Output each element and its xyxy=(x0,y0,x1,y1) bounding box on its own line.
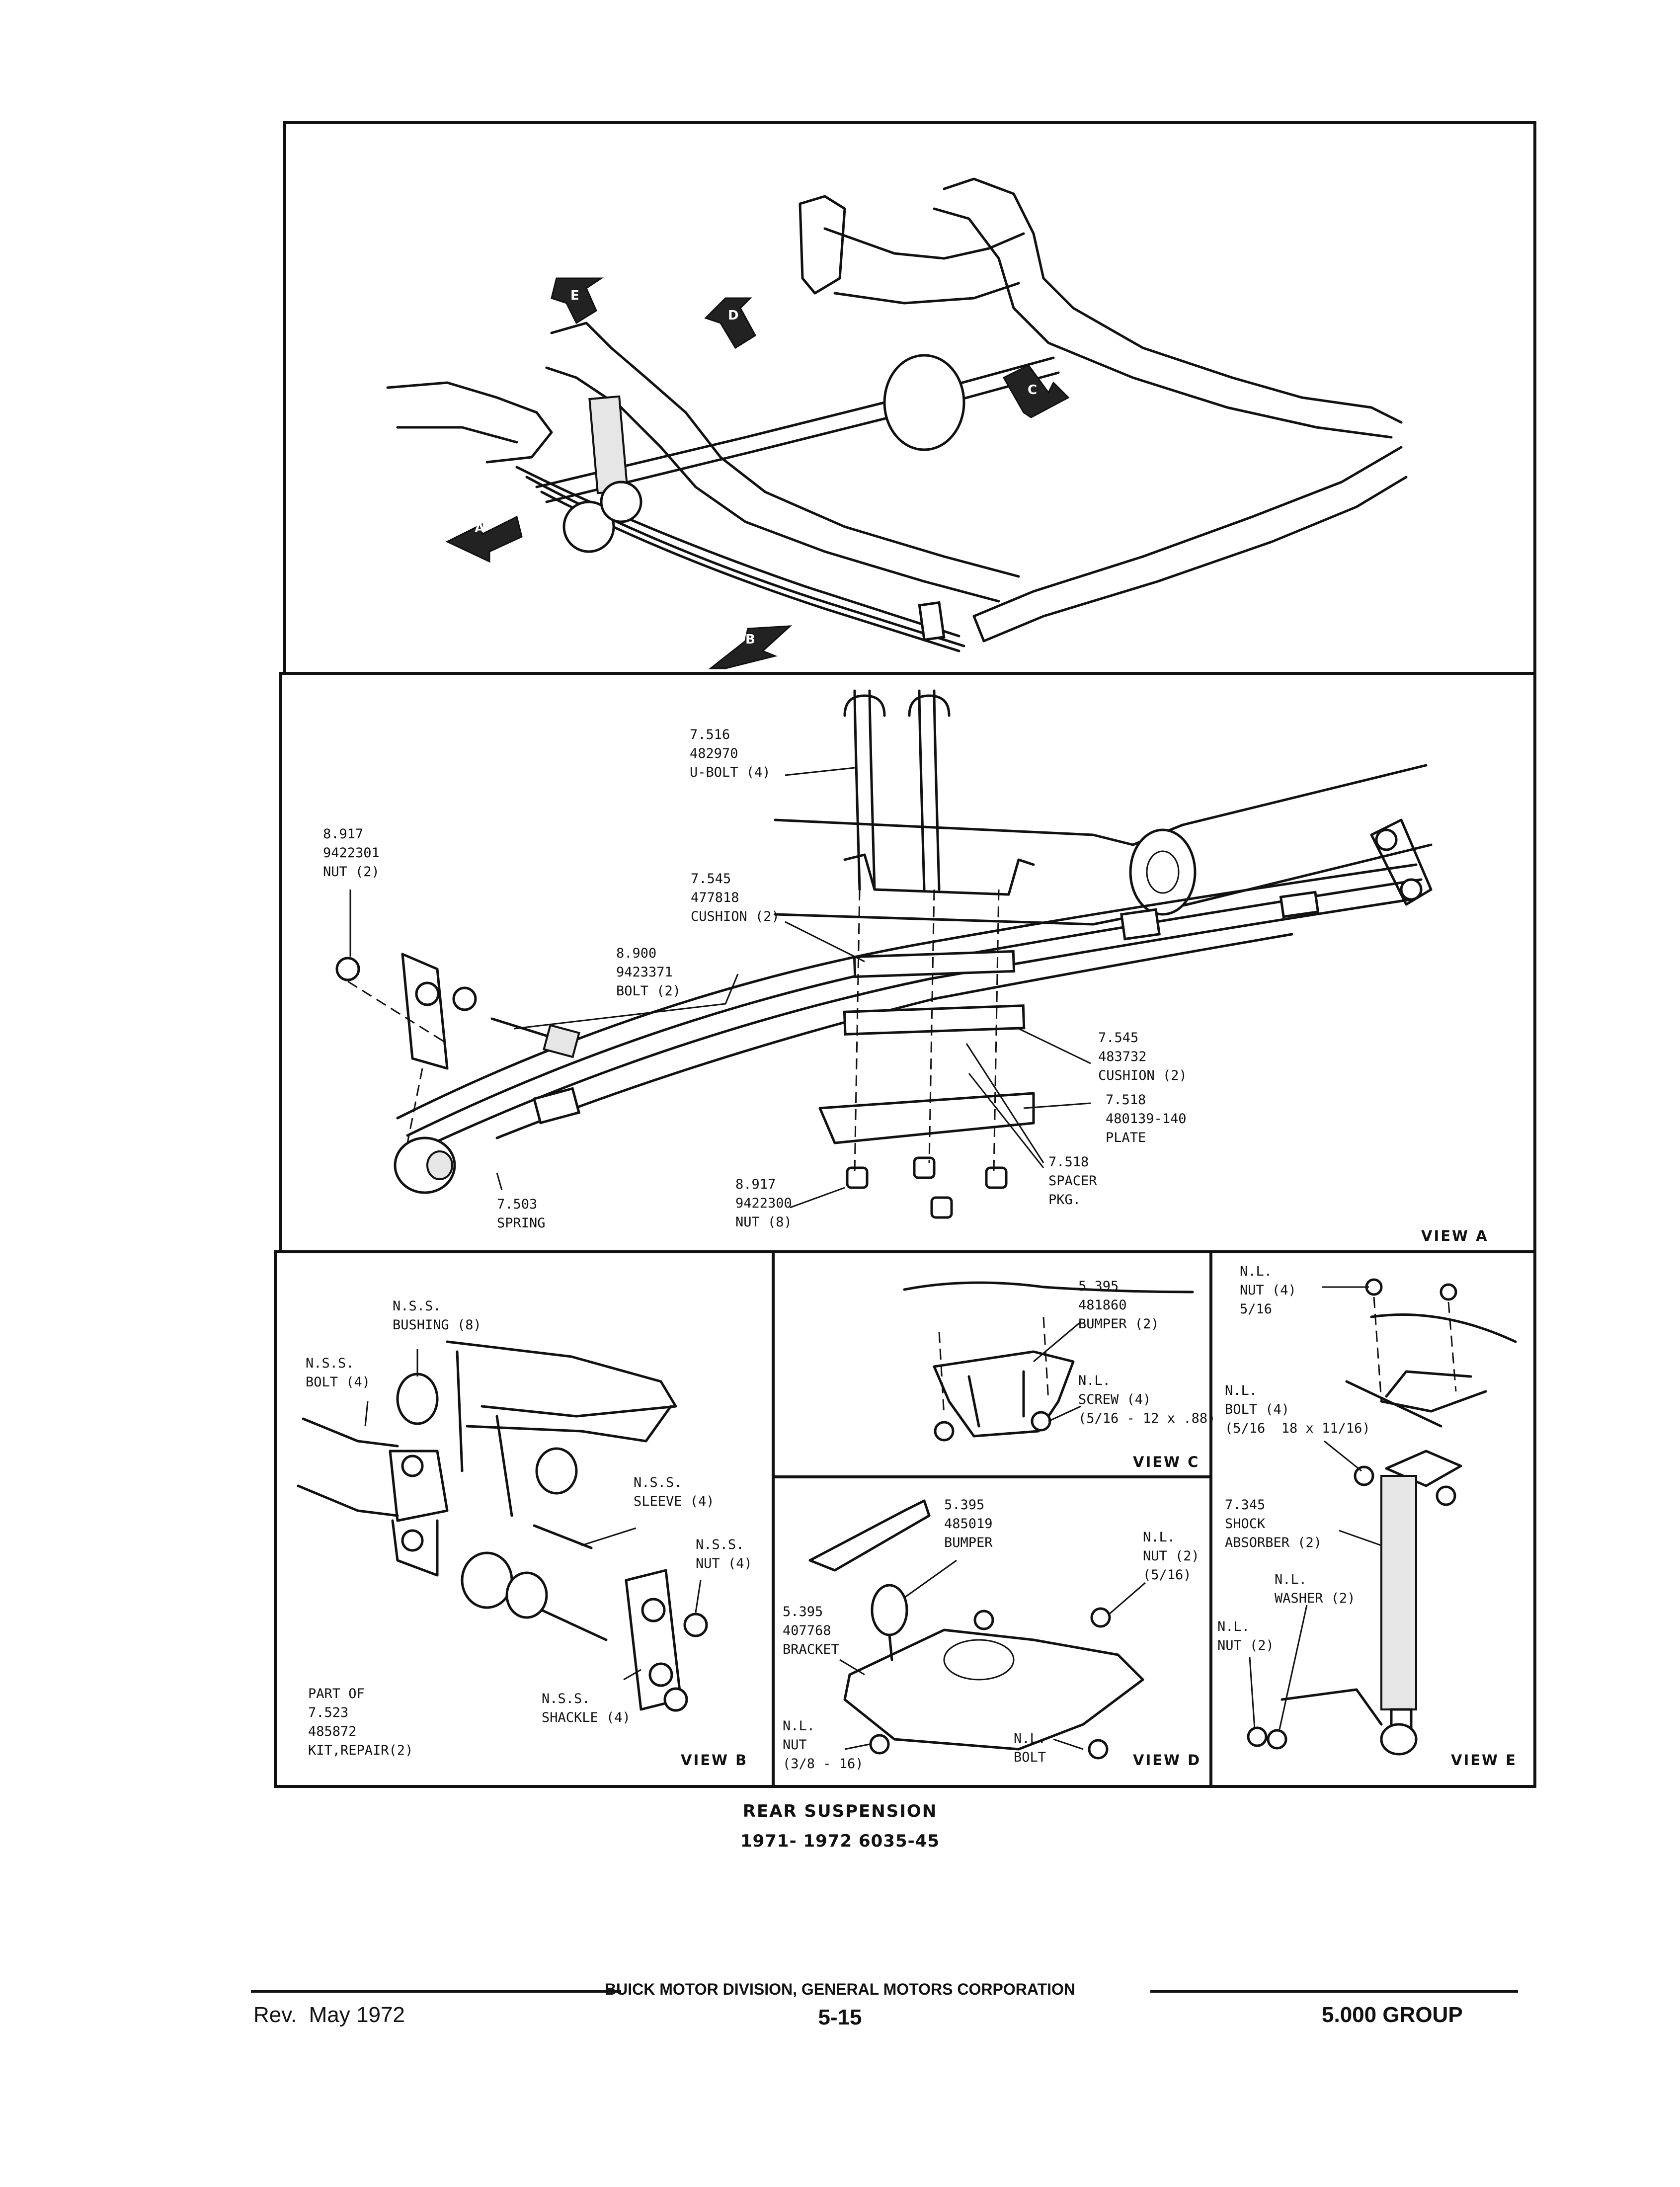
arrow-d-icon xyxy=(704,297,756,349)
kit-callout: PART OF 7.523 485872 KIT,REPAIR(2) xyxy=(308,1686,413,1758)
bushing-callout: N.S.S. BUSHING (8) xyxy=(393,1298,481,1333)
bolt-d-callout: N.L. BOLT xyxy=(1014,1731,1046,1765)
sleeve-callout: N.S.S. SLEEVE (4) xyxy=(634,1475,715,1509)
nut-d-top-callout: N.L. NUT (2) (5/16) xyxy=(1143,1530,1200,1583)
nut8-callout: 8.917 9422300 NUT (8) xyxy=(735,1177,792,1230)
marker-e-label: E xyxy=(570,288,581,303)
footer-group: 5.000 GROUP xyxy=(1322,2003,1463,2027)
shock-callout: 7.345 SHOCK ABSORBER (2) xyxy=(1225,1497,1322,1550)
nut2-callout: 8.917 9422301 NUT (2) xyxy=(323,826,380,880)
nut-e-bottom-callout: N.L. NUT (2) xyxy=(1217,1619,1274,1653)
diagram-subtitle: 1971- 1972 6035-45 xyxy=(740,1831,940,1851)
footer-revision: Rev. May 1972 xyxy=(253,2003,405,2027)
marker-b-label: B xyxy=(745,632,757,647)
screw-c-callout: N.L. SCREW (4) (5/16 - 12 x .88) xyxy=(1078,1373,1216,1426)
view-e-panel xyxy=(1209,1250,1536,1788)
bolt-e-callout: N.L. BOLT (4) (5/16 18 x 11/16) xyxy=(1225,1383,1370,1436)
footer-rule-left xyxy=(251,1990,621,1993)
arrow-e-icon xyxy=(551,277,604,324)
view-e-illustration xyxy=(1247,1278,1517,1756)
view-arrow-markers xyxy=(445,277,1070,669)
arrow-c-icon xyxy=(1002,364,1070,418)
footer-corporation: BUICK MOTOR DIVISION, GENERAL MOTORS COR… xyxy=(604,1980,1075,1998)
view-c-illustration xyxy=(903,1281,1194,1442)
ubolt-callout: 7.516 482970 U-BOLT (4) xyxy=(690,727,771,780)
bolt-b-callout: N.S.S. BOLT (4) xyxy=(306,1356,371,1390)
washer-callout: N.L. WASHER (2) xyxy=(1275,1572,1356,1606)
bumper-d-callout: 5.395 485019 BUMPER xyxy=(944,1497,993,1550)
spacer-callout: 7.518 SPACER PKG. xyxy=(1048,1154,1097,1208)
view-d-tag: VIEW D xyxy=(1133,1752,1201,1769)
arrow-a-icon xyxy=(445,515,523,563)
cushion-upper-callout: 7.545 477818 CUSHION (2) xyxy=(691,871,780,924)
view-a-tag: VIEW A xyxy=(1421,1227,1489,1244)
view-a-illustration xyxy=(335,689,1433,1219)
cushion-lower-callout: 7.545 483732 CUSHION (2) xyxy=(1098,1030,1187,1083)
marker-a-label: A xyxy=(475,521,486,536)
nut-b-callout: N.S.S. NUT (4) xyxy=(696,1537,752,1571)
view-d-illustration xyxy=(808,1499,1146,1760)
chassis-frame-illustration xyxy=(386,177,1408,652)
nut-e-top-callout: N.L. NUT (4) 5/16 xyxy=(1240,1264,1296,1317)
view-c-tag: VIEW C xyxy=(1133,1454,1200,1470)
bolt2-callout: 8.900 9423371 BOLT (2) xyxy=(616,946,681,999)
view-b-tag: VIEW B xyxy=(681,1752,748,1769)
diagram-title: REAR SUSPENSION xyxy=(742,1801,938,1821)
marker-d-label: D xyxy=(728,308,740,323)
footer-page-number: 5-15 xyxy=(818,2005,862,2029)
view-e-tag: VIEW E xyxy=(1451,1752,1517,1769)
arrow-b-icon xyxy=(708,625,793,669)
bracket-callout: 5.395 407768 BRACKET xyxy=(783,1604,839,1657)
view-b-illustration xyxy=(297,1340,708,1712)
nut-d-bottom-callout: N.L. NUT (3/8 - 16) xyxy=(783,1718,864,1772)
bumper-c-callout: 5.395 481860 BUMPER (2) xyxy=(1078,1279,1159,1332)
footer-rule-right xyxy=(1150,1990,1518,1993)
shackle-callout: N.S.S. SHACKLE (4) xyxy=(542,1691,631,1725)
marker-c-label: C xyxy=(1028,383,1039,398)
spring-callout: 7.503 SPRING xyxy=(497,1197,546,1231)
plate-callout: 7.518 480139-140 PLATE xyxy=(1106,1092,1187,1145)
